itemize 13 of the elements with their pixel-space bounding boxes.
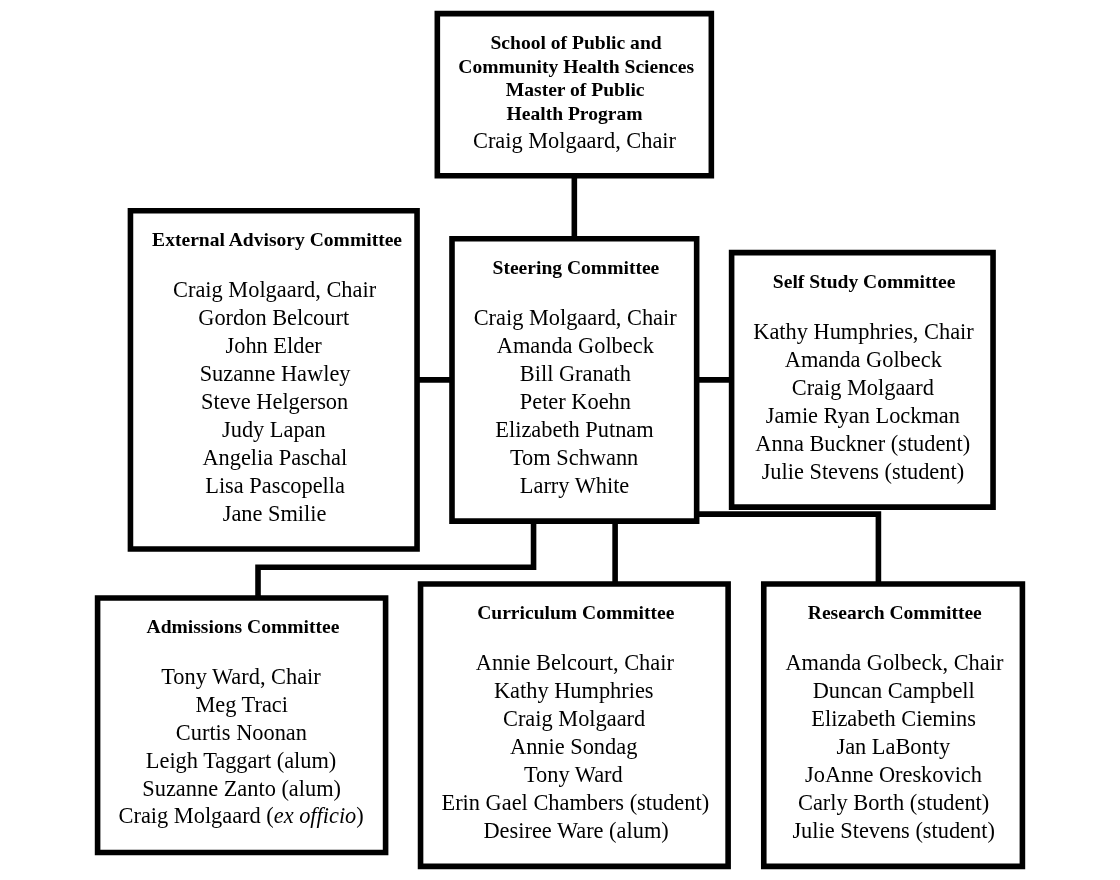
node-box: Admissions Committee Tony Ward, Chair Meg Traci Curtis Noonan Leigh Taggart (alum) Suzanne Zanto (alum) Craig Molgaard (ex officio) xyxy=(94,595,389,856)
node-box: Self Study Committee Kathy Humphries, Chair Amanda Golbeck Craig Molgaard Jamie Ryan Lockman Anna Buckner (student) Julie Stevens (student) xyxy=(728,249,996,510)
node-box: Steering Committee Craig Molgaard, Chair Amanda Golbeck Bill Granath Peter Koehn Elizabeth Putnam Tom Schwann Larry White xyxy=(449,235,700,524)
node-box: Curriculum Committee Annie Belcourt, Chair Kathy Humphries Craig Molgaard Annie Sondag Tony Ward Erin Gael Chambers (student) Desiree Ware (alum) xyxy=(417,581,731,870)
connector xyxy=(417,377,452,383)
connector xyxy=(255,521,537,598)
connector xyxy=(612,521,618,584)
connector xyxy=(696,511,882,584)
connector xyxy=(571,176,578,239)
node-box: School of Public and Community Health Sciences Master of Public Health Program Craig Molgaard, Chair xyxy=(434,10,715,179)
node-box: External Advisory Committee Craig Molgaard, Chair Gordon Belcourt John Elder Suzanne Hawley Steve Helgerson Judy Lapan Angelia Paschal Lisa Pascopella Jane Smilie xyxy=(127,207,420,552)
node-box: Research Committee Amanda Golbeck, Chair Duncan Campbell Elizabeth Ciemins Jan LaBonty JoAnne Oreskovich Carly Borth (student) Julie Stevens (student) xyxy=(760,581,1026,870)
connector xyxy=(696,377,732,383)
